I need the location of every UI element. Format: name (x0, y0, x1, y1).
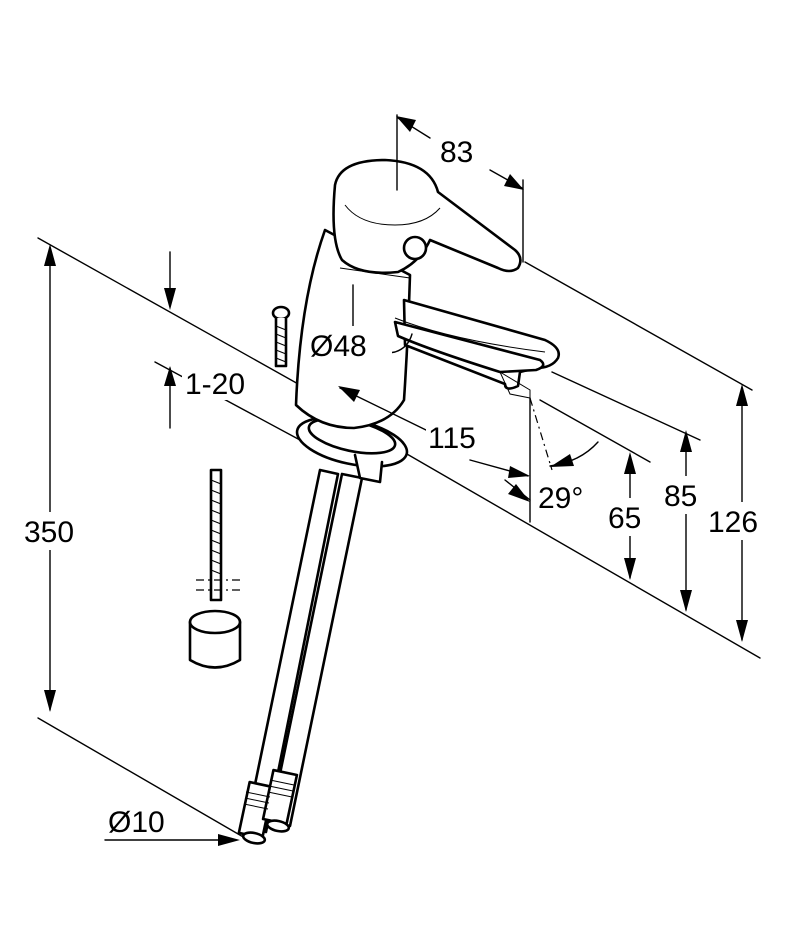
handle-width-label: 83 (440, 136, 473, 169)
height-126-label: 126 (708, 506, 758, 539)
body-diameter-label: Ø48 (310, 330, 367, 363)
height-85-label: 85 (664, 480, 697, 513)
spout-reach-label: 115 (428, 422, 476, 455)
screw-part (271, 305, 291, 368)
clamp-range-label: 1-20 (185, 368, 245, 401)
reference-lines (37, 237, 761, 839)
spout-angle-label: 29° (538, 482, 583, 515)
hose-diameter-label: Ø10 (108, 806, 165, 839)
dimension-labels: 83 Ø48 1-20 115 29° 65 85 126 350 Ø10 (22, 128, 770, 839)
height-65-label: 65 (608, 502, 641, 535)
dimension-lines (44, 114, 748, 846)
hose-length-label: 350 (24, 516, 74, 549)
popup-rod-part (188, 468, 242, 669)
faucet-body (237, 158, 560, 845)
